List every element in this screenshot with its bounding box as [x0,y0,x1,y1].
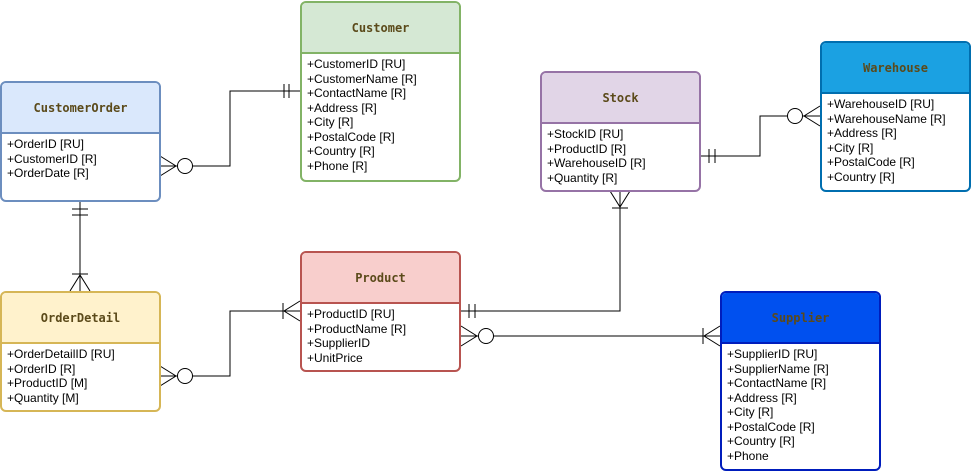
entity-product-attributes: +ProductID [RU] +ProductName [R] +Suppli… [302,304,459,365]
attribute: +ProductID [RU] [307,307,395,321]
entity-stock-title: Stock [602,90,639,105]
entity-warehouse-attributes: +WarehouseID [RU] +WarehouseName [R] +Ad… [822,94,969,184]
entity-stock-header: Stock [542,73,699,124]
entity-orderdetail-header: OrderDetail [2,293,159,344]
relationship-product-stock[interactable] [461,190,631,318]
entity-product[interactable]: Product +ProductID [RU] +ProductName [R]… [300,251,461,372]
attribute: +PostalCode [R] [727,419,815,434]
entity-customerorder-title: CustomerOrder [33,100,128,115]
entity-orderdetail-title: OrderDetail [40,310,121,325]
attribute: +StockID [RU] [547,127,624,141]
attribute: +ProductName [R] [307,321,407,336]
attribute: +WarehouseName [R] [827,111,946,126]
entity-customer-header: Customer [302,3,459,54]
attribute: +City [R] [827,140,874,155]
attribute: +SupplierID [307,336,371,350]
attribute: +OrderDetailID [RU] [7,347,115,361]
attribute: +Country [R] [307,144,375,158]
attribute: +ProductID [M] [7,376,88,390]
entity-warehouse-header: Warehouse [822,43,969,94]
entity-product-title: Product [355,270,406,285]
attribute: +PostalCode [R] [307,129,395,144]
entity-warehouse[interactable]: Warehouse +WarehouseID [RU] +WarehouseNa… [820,41,971,192]
attribute: +ContactName [R] [307,86,407,100]
relationship-orderdetail-product[interactable] [159,300,301,387]
attribute: +City [R] [727,405,774,419]
entity-orderdetail[interactable]: OrderDetail +OrderDetailID [RU] +OrderID… [0,291,161,412]
relationship-product-supplier[interactable] [460,325,721,347]
entity-supplier-attributes: +SupplierID [RU] +SupplierName [R] +Cont… [722,344,879,463]
attribute: +SupplierName [R] [727,361,829,376]
attribute: +CustomerID [R] [7,151,97,166]
attribute: +ContactName [R] [727,376,827,390]
entity-warehouse-title: Warehouse [862,60,929,75]
entity-stock-attributes: +StockID [RU] +ProductID [R] +WarehouseI… [542,124,699,185]
attribute: +Address [R] [307,100,377,115]
entity-customerorder-attributes: +OrderID [RU] +CustomerID [R] +OrderDate… [2,134,159,181]
attribute: +OrderDate [R] [7,166,89,180]
relationship-customerorder-customer[interactable] [159,84,300,177]
attribute: +UnitPrice [307,350,363,365]
attribute: +ProductID [R] [547,141,627,156]
attribute: +WarehouseID [RU] [827,97,935,111]
entity-orderdetail-attributes: +OrderDetailID [RU] +OrderID [R] +Produc… [2,344,159,405]
attribute: +Quantity [R] [547,170,618,185]
attribute: +CustomerName [R] [307,71,417,86]
attribute: +Country [R] [727,434,795,448]
attribute: +City [R] [307,115,354,129]
entity-supplier[interactable]: Supplier +SupplierID [RU] +SupplierName … [720,291,881,471]
attribute: +Phone [727,448,769,463]
entity-supplier-title: Supplier [771,310,830,325]
attribute: +Phone [R] [307,158,368,173]
attribute: +SupplierID [RU] [727,347,818,361]
attribute: +Country [R] [827,169,895,184]
entity-supplier-header: Supplier [722,293,879,344]
attribute: +CustomerID [RU] [307,57,406,71]
relationship-customerorder-orderdetail[interactable] [69,201,91,292]
entity-customerorder-header: CustomerOrder [2,83,159,134]
entity-customer[interactable]: Customer +CustomerID [RU] +CustomerName … [300,1,461,182]
entity-customerorder[interactable]: CustomerOrder +OrderID [RU] +CustomerID … [0,81,161,202]
attribute: +WarehouseID [R] [547,156,646,170]
relationship-stock-warehouse[interactable] [701,105,821,163]
attribute: +OrderID [RU] [7,137,85,151]
attribute: +Address [R] [727,390,797,405]
entity-stock[interactable]: Stock +StockID [RU] +ProductID [R] +Ware… [540,71,701,192]
attribute: +PostalCode [R] [827,155,915,169]
attribute: +Address [R] [827,126,897,140]
attribute: +Quantity [M] [7,390,79,405]
entity-customer-attributes: +CustomerID [RU] +CustomerName [R] +Cont… [302,54,459,173]
entity-product-header: Product [302,253,459,304]
attribute: +OrderID [R] [7,361,76,376]
entity-customer-title: Customer [351,20,410,35]
